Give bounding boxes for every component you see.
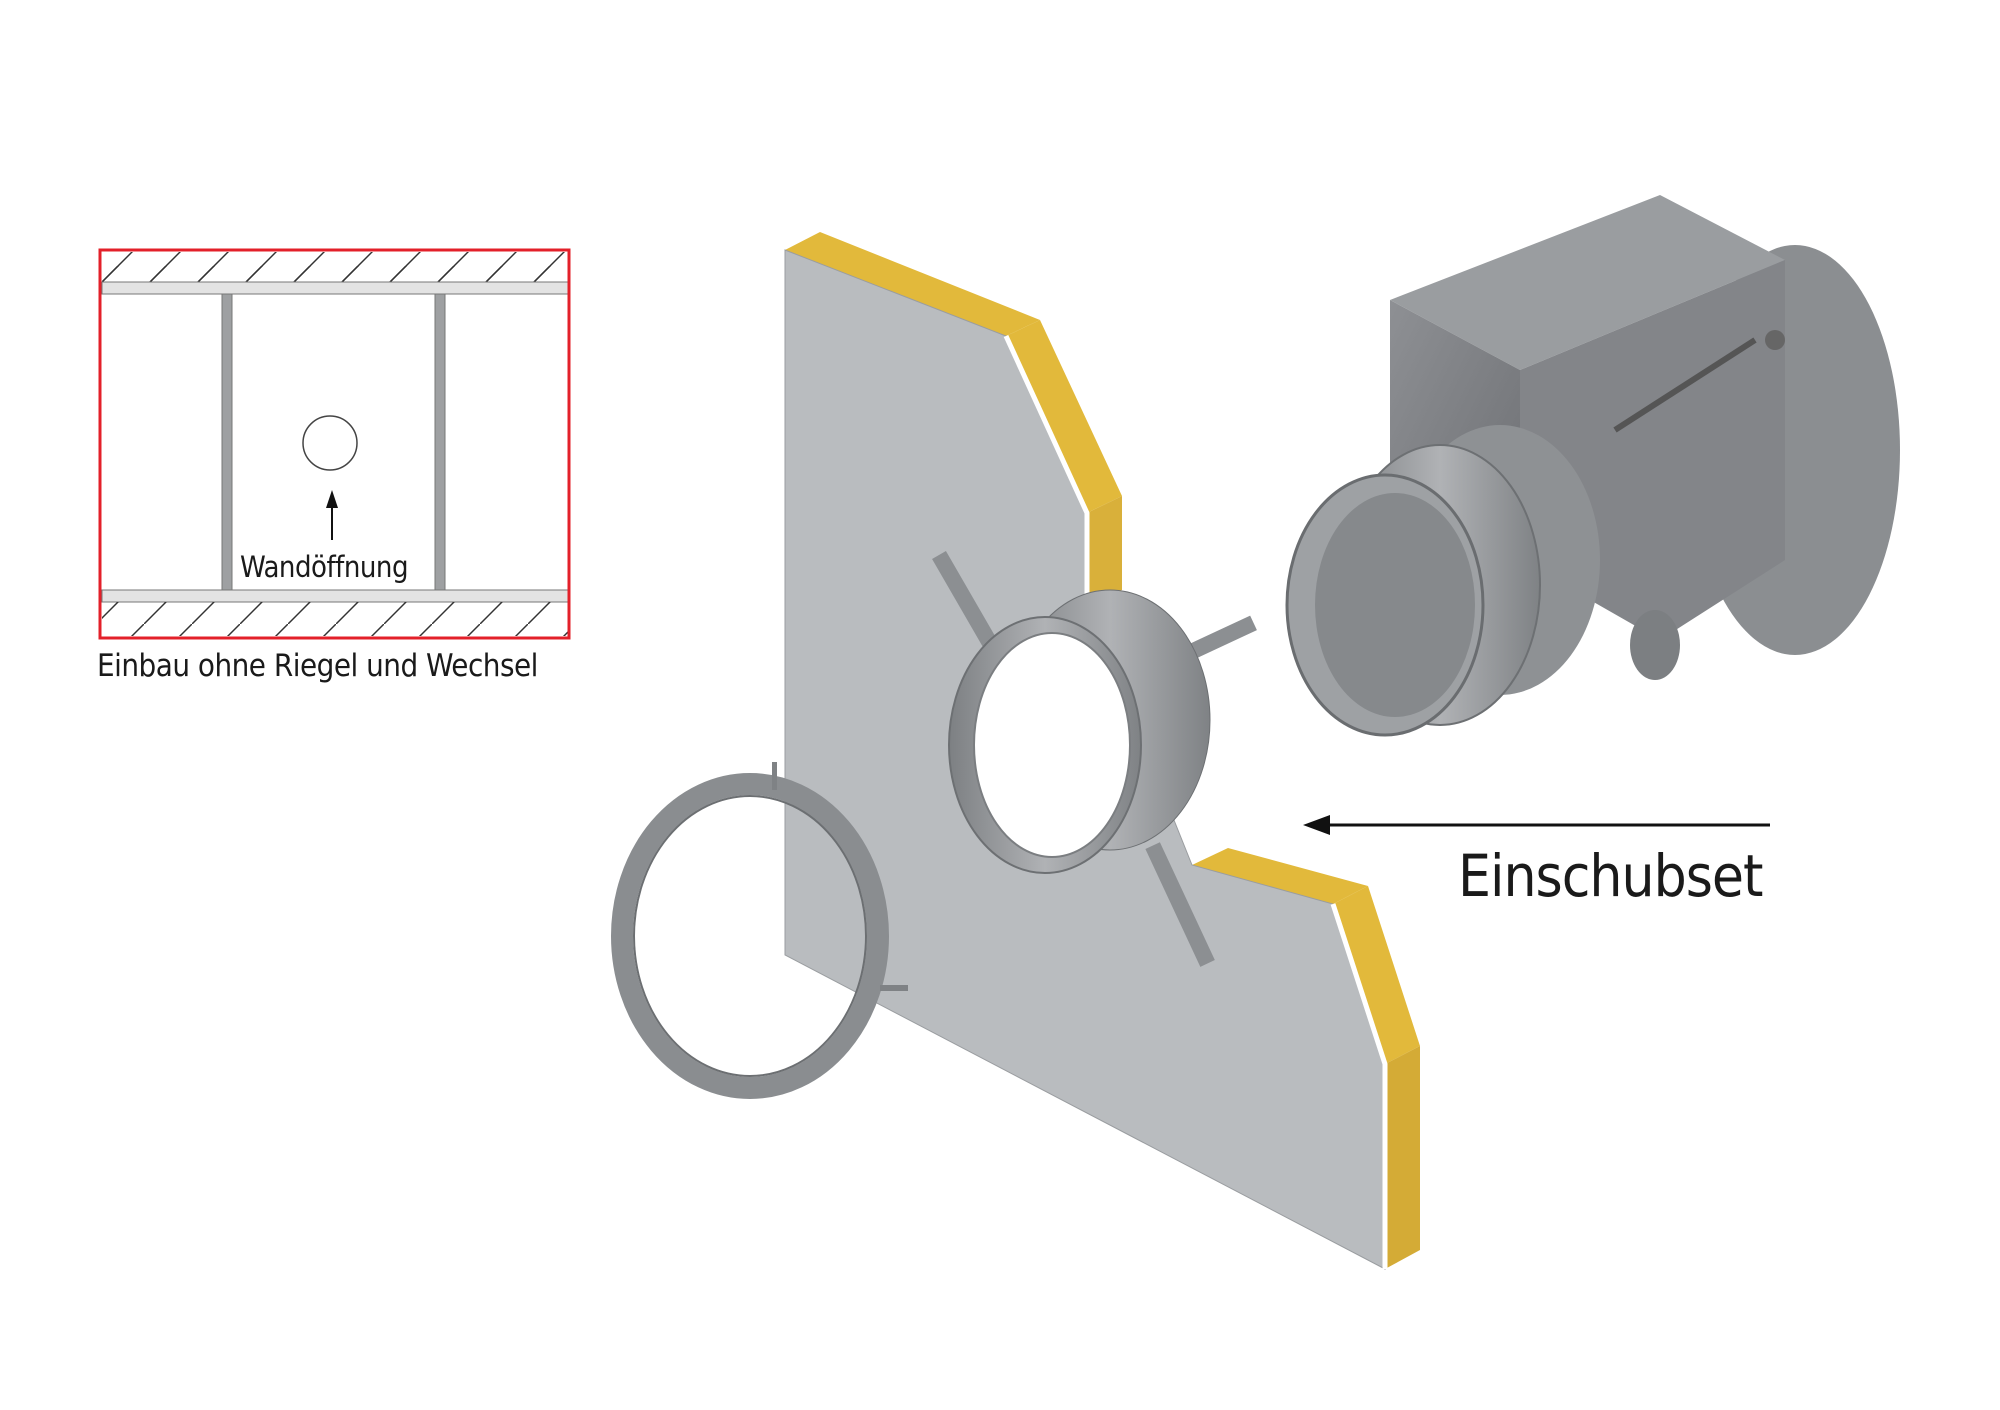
stud-left (221, 293, 233, 591)
top-track (101, 281, 569, 295)
einschubset-callout-arrow (1303, 815, 1770, 835)
mounting-sleeve (932, 550, 1257, 967)
inset-wall-diagram (98, 248, 571, 640)
bottom-track (101, 589, 569, 603)
fire-damper (1285, 195, 1900, 737)
inset-caption: Einbau ohne Riegel und Wechsel (97, 648, 538, 684)
cover-ring (611, 762, 908, 1099)
einschubset-label: Einschubset (1458, 842, 1763, 910)
wall-opening-circle (302, 415, 358, 471)
inset-frame (98, 248, 571, 640)
arrow-left-icon (1303, 815, 1330, 835)
stud-right (434, 293, 446, 591)
wall-opening-label: Wandöffnung (240, 550, 409, 584)
